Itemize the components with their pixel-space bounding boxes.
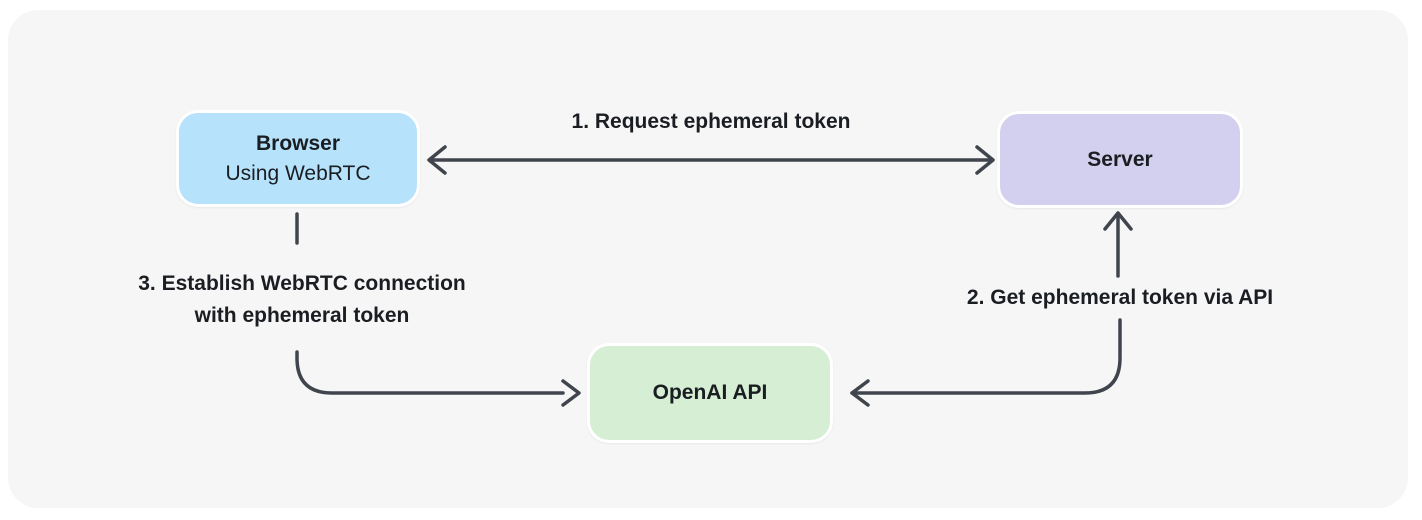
node-server-title: Server	[1087, 147, 1153, 171]
edge-label-request-ephemeral-token: 1. Request ephemeral token	[571, 110, 851, 133]
node-openai-api-title: OpenAI API	[652, 381, 768, 404]
edge-label-establish-line2: with ephemeral token	[194, 304, 410, 327]
edge-label-get-ephemeral-token: 2. Get ephemeral token via API	[966, 286, 1274, 309]
node-browser-subtitle: Using WebRTC	[225, 161, 371, 185]
node-server[interactable]: Server	[997, 111, 1243, 208]
node-openai-api[interactable]: OpenAI API	[587, 343, 833, 443]
edge-label-establish-webrtc-connection: 3. Establish WebRTC connection with ephe…	[87, 268, 517, 332]
edge-label-establish-line1: 3. Establish WebRTC connection	[138, 272, 466, 295]
node-browser-title: Browser	[255, 131, 341, 155]
node-browser[interactable]: Browser Using WebRTC	[176, 110, 420, 207]
